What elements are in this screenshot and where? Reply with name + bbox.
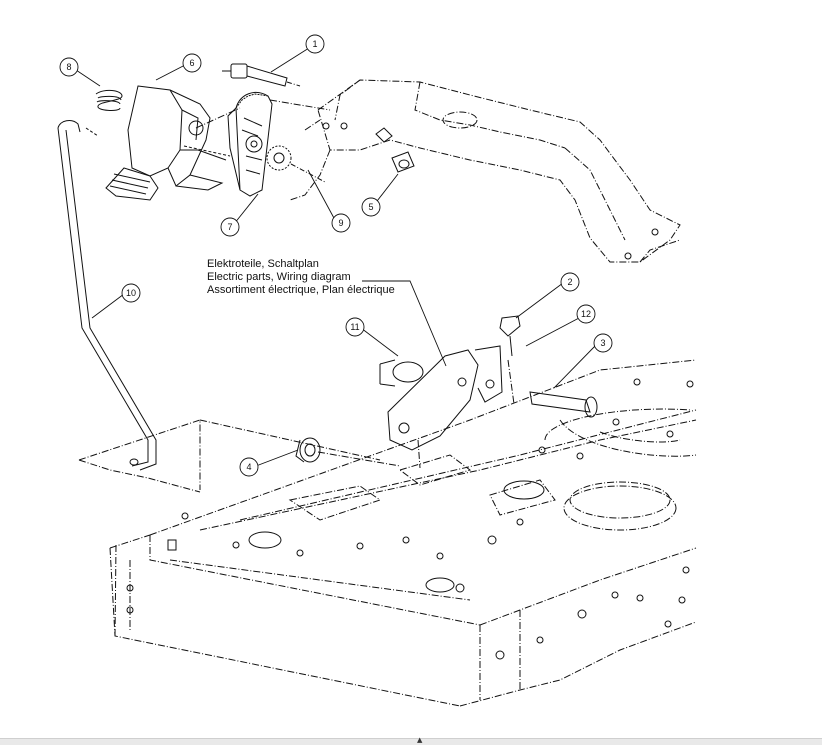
callout-label: 1 [312, 39, 317, 49]
callout-label: 2 [567, 277, 572, 287]
note-line-german: Elektroteile, Schaltplan [207, 258, 319, 270]
callout-label: 10 [126, 288, 136, 298]
bolt-part-1 [222, 63, 301, 87]
linkage-rod-part-10 [57, 120, 157, 471]
callout-label: 6 [189, 58, 194, 68]
callout-label: 5 [368, 202, 373, 212]
callout-label: 11 [350, 322, 359, 332]
leader-lines [75, 47, 598, 467]
bolt-part-2 [499, 315, 521, 357]
pedal-part-6 [105, 85, 231, 201]
pin-part-3 [529, 391, 598, 418]
chassis-frame [109, 359, 697, 707]
callout-label: 7 [227, 222, 232, 232]
frame-holes [126, 378, 694, 660]
note-line-french: Assortiment électrique, Plan électrique [207, 284, 395, 296]
callout-markers [59, 34, 613, 477]
callout-label: 12 [581, 309, 591, 319]
scroll-up-arrow-icon[interactable]: ▲ [417, 736, 423, 744]
bottom-scrollbar[interactable]: ▲ [0, 736, 822, 745]
bushing-part-4 [295, 437, 321, 463]
callout-label: 3 [600, 338, 605, 348]
spring-part-8 [95, 89, 123, 111]
callout-label: 4 [246, 462, 251, 472]
pinion-gear-part-9 [266, 145, 326, 183]
note-line-english: Electric parts, Wiring diagram [207, 271, 351, 283]
bushing-part-5 [391, 151, 415, 173]
sector-gear-part-7 [227, 92, 273, 197]
spacer-part-11 [379, 359, 424, 387]
arm-plate [387, 345, 503, 451]
callout-label: 9 [338, 218, 343, 228]
pedal-mount-bracket [289, 79, 681, 263]
electric-parts-note: Elektroteile, Schaltplan Electric parts,… [207, 258, 395, 297]
callout-label: 8 [66, 62, 71, 72]
